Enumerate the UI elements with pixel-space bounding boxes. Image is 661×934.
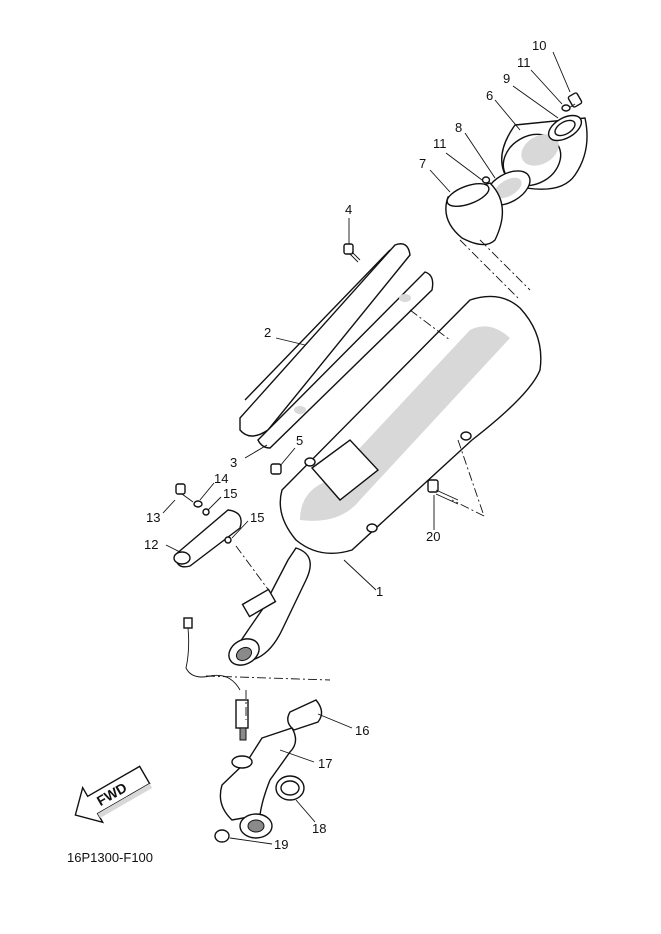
callout-1: 1 [376,584,383,599]
part-20-bolt [427,479,459,505]
callout-12: 12 [144,537,158,552]
part-1-muffler [228,295,542,666]
part-18-gasket [275,775,305,801]
callout-3: 3 [230,455,237,470]
part-14-washer [193,500,203,508]
part-15-clip-upper [202,508,210,516]
callout-14: 14 [214,471,228,486]
callout-15-lower: 15 [250,510,264,525]
callout-13: 13 [146,510,160,525]
drawing-code: 16P1300-F100 [67,850,153,865]
fwd-arrow: FWD [74,765,153,824]
callout-18: 18 [312,821,326,836]
part-4-bolt [343,243,361,263]
callout-6: 6 [486,88,493,103]
callout-9: 9 [503,71,510,86]
callout-19: 19 [274,837,288,852]
callout-labels: 1 2 3 4 5 6 7 8 9 10 11 11 12 13 14 15 1… [144,38,546,852]
callout-7: 7 [419,156,426,171]
part-17-joint-pipe [219,727,297,839]
callout-leaders [162,51,571,845]
part-5-bolt [270,463,282,475]
callout-2: 2 [264,325,271,340]
callout-20: 20 [426,529,440,544]
part-7-protector [445,182,504,246]
part-15-clip-lower [224,536,232,544]
part-19-nut [214,829,230,843]
callout-15-upper: 15 [223,486,237,501]
callout-8: 8 [455,120,462,135]
part-10-bolt [565,92,583,111]
assembly-lines [205,239,531,720]
part-12-pipe-shield [173,509,242,568]
callout-17: 17 [318,756,332,771]
callout-11-lower: 11 [433,136,447,151]
callout-16: 16 [355,723,369,738]
part-11-washer-mid [481,176,491,184]
oxygen-sensor [183,617,249,741]
callout-10: 10 [532,38,546,53]
part-9-gasket [547,114,583,142]
callout-4: 4 [345,202,352,217]
part-2-heat-shield [239,243,434,449]
part-13-bolt [175,483,194,503]
callout-11-upper: 11 [517,55,531,70]
part-16-gasket [287,699,323,731]
callout-5: 5 [296,433,303,448]
part-11-washer-top [561,104,571,112]
